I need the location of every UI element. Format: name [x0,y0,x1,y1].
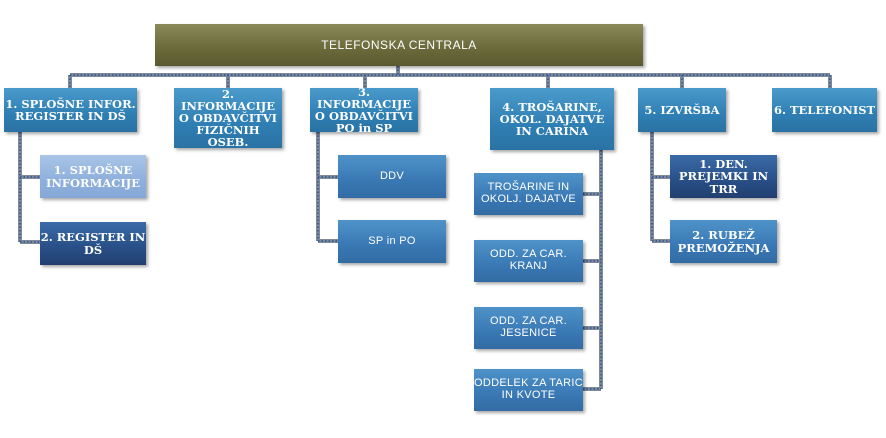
child-register-in-ds: 2. REGISTER IN DŠ [40,222,146,265]
branch-informacije-po-sp: 3. INFORMACIJE O OBDAVČITVI PO in SP [310,86,418,134]
child-ddv: DDV [338,155,446,198]
child-sp-in-po: SP in PO [338,220,446,263]
branch-izvrsba: 5. IZVRŠBA [638,88,726,132]
child-den-prejemki-trr: 1. DEN. PREJEMKI IN TRR [670,155,777,198]
child-splosne-informacije: 1. SPLOŠNE INFORMACIJE [40,155,146,198]
branch-splosne-informacije-register: 1. SPLOŠNE INFOR. REGISTER IN DŠ [4,88,137,132]
child-odd-car-jesenice: ODD. ZA CAR. JESENICE [474,307,583,349]
child-rubez-premozenja: 2. RUBEŽ PREMOŽENJA [670,220,777,263]
child-trosarine-okolj-dajatve: TROŠARINE IN OKOLJ. DAJATVE [474,173,583,215]
root-node-telefonska-centrala: TELEFONSKA CENTRALA [155,24,643,66]
branch-informacije-fizicne-osebe: 2. INFORMACIJE O OBDAVČITVI FIZIČNIH OSE… [174,88,282,148]
branch-trosarine-carina: 4. TROŠARINE, OKOL. DAJATVE IN CARINA [490,88,614,150]
child-odd-car-kranj: ODD. ZA CAR. KRANJ [474,240,583,282]
child-oddelek-taric-kvote: ODDELEK ZA TARIC IN KVOTE [474,369,583,411]
branch-telefonist: 6. TELEFONIST [772,88,877,132]
